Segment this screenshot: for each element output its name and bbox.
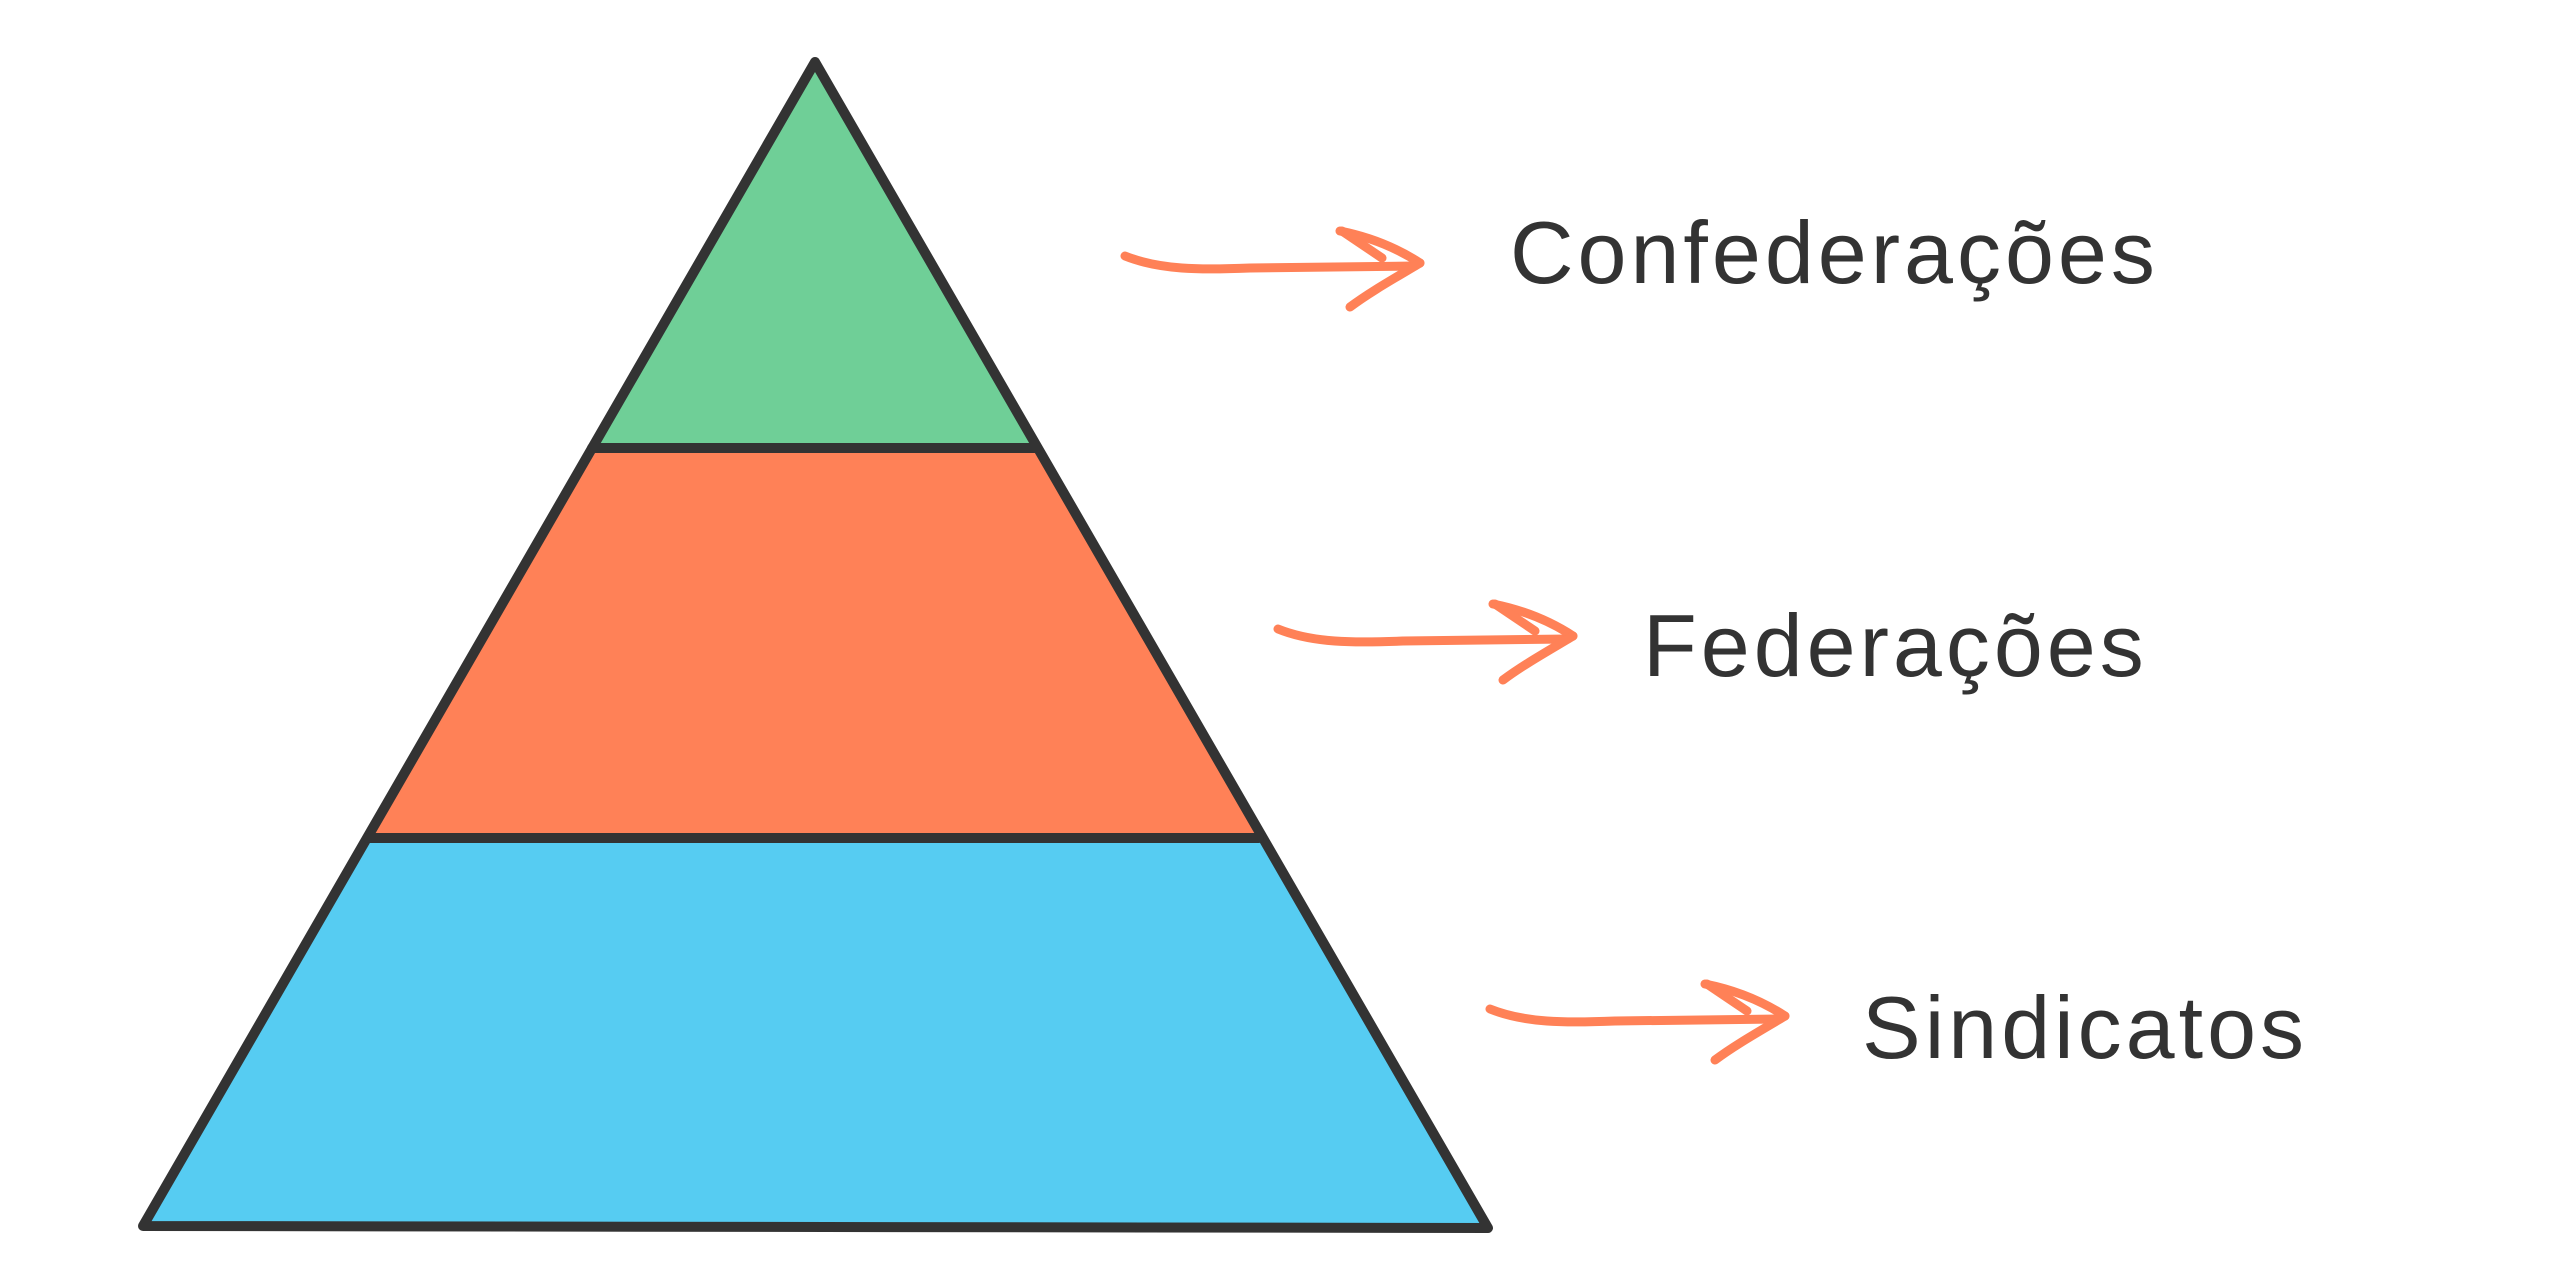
pyramid-tier-middle [368, 448, 1259, 838]
pyramid-tier-top [592, 62, 1037, 448]
arrow-right-icon [1485, 979, 1790, 1065]
arrow-right-icon [1273, 599, 1578, 685]
pyramid-tier-bottom [143, 838, 1488, 1228]
tier-label-sindicatos: Sindicatos [1862, 978, 2308, 1077]
tier-label-federacoes: Federações [1643, 596, 2148, 695]
tier-label-confederacoes: Confederações [1510, 203, 2159, 302]
pyramid [138, 57, 1493, 1233]
pyramid-outline [138, 57, 1493, 1233]
arrow-right-icon [1120, 226, 1425, 312]
